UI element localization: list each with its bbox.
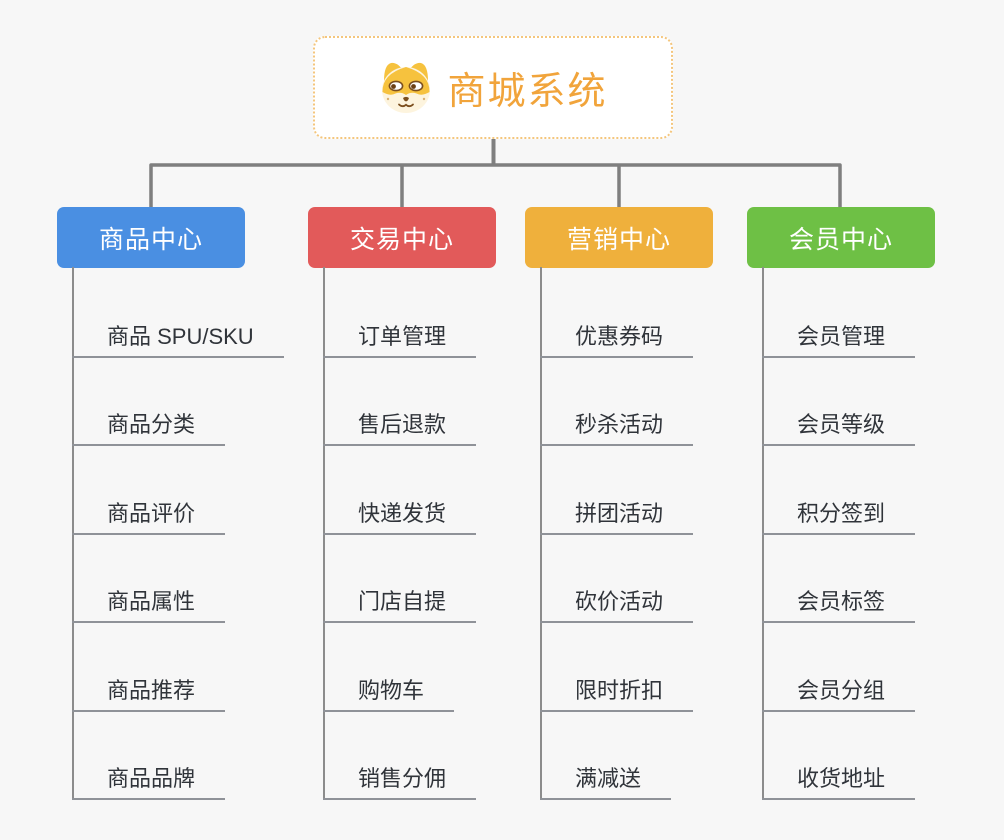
leaf-node[interactable]: 订单管理	[323, 322, 477, 358]
leaf-node[interactable]: 快递发货	[323, 499, 477, 535]
leaf-node[interactable]: 商品 SPU/SKU	[72, 322, 284, 358]
leaf-node[interactable]: 会员标签	[762, 587, 916, 623]
leaf-node[interactable]: 优惠券码	[540, 322, 694, 358]
leaf-node[interactable]: 商品属性	[72, 587, 226, 623]
leaf-node[interactable]: 砍价活动	[540, 587, 694, 623]
branch-node-member-center[interactable]: 会员中心	[747, 207, 935, 268]
leaf-node[interactable]: 购物车	[323, 676, 455, 712]
branch-node-trade-center[interactable]: 交易中心	[308, 207, 496, 268]
root-node[interactable]: 商城系统	[313, 36, 673, 139]
leaf-node[interactable]: 拼团活动	[540, 499, 694, 535]
leaf-node[interactable]: 会员等级	[762, 410, 916, 446]
leaf-node[interactable]: 商品评价	[72, 499, 226, 535]
leaf-node[interactable]: 商品分类	[72, 410, 226, 446]
leaf-node[interactable]: 会员分组	[762, 676, 916, 712]
leaf-node[interactable]: 售后退款	[323, 410, 477, 446]
leaf-node[interactable]: 积分签到	[762, 499, 916, 535]
leaf-node[interactable]: 门店自提	[323, 587, 477, 623]
leaf-node[interactable]: 商品品牌	[72, 764, 226, 800]
leaf-node[interactable]: 限时折扣	[540, 676, 694, 712]
leaf-node[interactable]: 满减送	[540, 764, 672, 800]
leaf-node[interactable]: 秒杀活动	[540, 410, 694, 446]
leaf-node[interactable]: 会员管理	[762, 322, 916, 358]
branch-node-marketing-center[interactable]: 营销中心	[525, 207, 713, 268]
root-title: 商城系统	[447, 71, 608, 113]
leaf-node[interactable]: 销售分佣	[323, 764, 477, 800]
branch-node-product-center[interactable]: 商品中心	[57, 207, 245, 268]
dog-face-icon	[382, 62, 431, 113]
leaf-node[interactable]: 收货地址	[762, 764, 916, 800]
leaf-node[interactable]: 商品推荐	[72, 676, 226, 712]
